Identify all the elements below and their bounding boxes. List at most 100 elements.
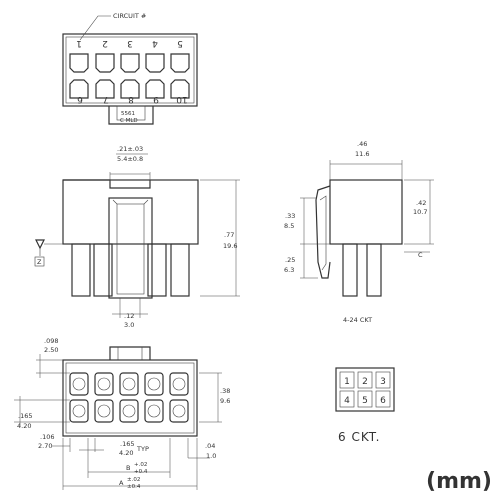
cavity-4 <box>145 53 165 73</box>
bottom-extension-lines <box>62 438 198 490</box>
datum-label: Z <box>37 258 42 266</box>
bottom-pin-circle-7 <box>97 404 111 418</box>
bottom-pin-circle-6 <box>72 404 86 418</box>
front-pin-dim-lines <box>112 298 148 318</box>
bottom-dim-pitch-in: .165 <box>120 440 134 448</box>
side-view: .46 11.6 .42 10.7 C .33 8.5 .25 6.3 4-24… <box>284 140 434 324</box>
bottom-dim-04-mm: 1.0 <box>206 452 216 460</box>
bottom-row-numbers: 6 7 8 9 10 <box>77 94 188 104</box>
front-view: .21±.03 5.4±0.8 .77 19.6 Z .12 3.0 <box>34 145 240 329</box>
side-width-dim-mm: 11.6 <box>355 150 369 158</box>
side-dim-a-mm: 10.7 <box>413 208 427 216</box>
top-latch-tab <box>108 106 154 125</box>
bottom-dim-38-in: .38 <box>220 387 230 395</box>
cavity-7 <box>95 79 115 99</box>
circuit-number-7: 7 <box>103 94 109 104</box>
bottom-cavity-6 <box>69 399 89 423</box>
circuit-number-1: 1 <box>76 38 82 48</box>
bottom-dim-pitch-mm: 4.20 <box>119 449 133 457</box>
front-body-outline <box>62 179 199 245</box>
circuit-number-4: 4 <box>152 38 158 48</box>
bottom-cavity-5 <box>169 372 189 396</box>
bottom-left-dim-098 <box>36 354 70 378</box>
bottom-pin-circle-4 <box>147 377 161 391</box>
bottom-cavity-4 <box>144 372 164 396</box>
side-dim-a-in: .42 <box>416 199 426 207</box>
bottom-dim-b-label: B <box>126 464 130 472</box>
six-ckt-cell-4 <box>339 390 355 408</box>
cavity-8 <box>120 79 140 99</box>
front-pin-4 <box>170 243 190 297</box>
front-top-dim-mm: 5.4±0.8 <box>117 155 143 163</box>
circuit-number-10: 10 <box>176 94 188 104</box>
bottom-cavity-2 <box>94 372 114 396</box>
bottom-dim-38-mm: 9.6 <box>220 397 230 405</box>
bottom-pin-circle-5 <box>172 377 186 391</box>
bottom-left-dim-165 <box>14 396 70 426</box>
six-ckt-caption: 6 CKT. <box>338 430 381 444</box>
front-latch-edges <box>112 199 149 205</box>
circuit-leader <box>79 15 111 41</box>
bottom-latch-inner <box>117 347 143 360</box>
six-ckt-cell-5 <box>357 390 373 408</box>
bottom-dim-106-in: .106 <box>40 433 54 441</box>
latch-text-b: C MLD <box>120 118 138 124</box>
front-latch-inner <box>116 203 145 295</box>
side-dim-b-in: .33 <box>285 212 295 220</box>
bottom-cavity-9 <box>144 399 164 423</box>
six-ckt-cell-1 <box>339 371 355 389</box>
bottom-pin-circle-8 <box>122 404 136 418</box>
circuit-number-9: 9 <box>153 94 159 104</box>
bottom-dim-165-mm: 4.20 <box>17 422 31 430</box>
six-ckt-number-1: 1 <box>344 377 350 387</box>
side-latch-arm <box>315 185 331 279</box>
side-body-outline <box>329 179 403 245</box>
circuit-number-3: 3 <box>127 38 133 48</box>
circuit-label: CIRCUIT # <box>113 12 146 20</box>
cavity-2 <box>95 53 115 73</box>
six-ckt-cell-6 <box>375 390 391 408</box>
circuit-number-5: 5 <box>177 38 183 48</box>
side-latch-inner <box>319 195 327 271</box>
cavity-5 <box>170 53 190 73</box>
top-view: CIRCUIT # 5561 C MLD 1 2 3 <box>62 12 198 125</box>
bottom-right-dim-38 <box>199 372 222 423</box>
front-pin-dim-mm: 3.0 <box>124 321 134 329</box>
bottom-cavity-3 <box>119 372 139 396</box>
six-ckt-cell-3 <box>375 371 391 389</box>
bottom-dim-165-in: .165 <box>18 412 32 420</box>
bottom-pin-circle-1 <box>72 377 86 391</box>
bottom-cavity-10 <box>169 399 189 423</box>
bottom-dim-a-label: A <box>119 479 124 487</box>
bottom-pin-circle-10 <box>172 404 186 418</box>
side-width-dim-in: .46 <box>357 140 367 148</box>
front-pin-dim-in: .12 <box>124 312 134 320</box>
front-top-dim-in: .21±.03 <box>117 145 143 153</box>
side-view-caption: 4-24 CKT <box>343 316 372 324</box>
side-datum-c: C <box>418 251 423 259</box>
units-label: (mm) <box>426 469 492 494</box>
side-top-dim-lines <box>329 160 403 180</box>
bottom-dim-04-in: .04 <box>205 442 215 450</box>
front-pin-2 <box>93 243 113 297</box>
datum-triangle <box>35 239 45 250</box>
side-right-dim-lines <box>404 179 434 245</box>
cavity-9 <box>145 79 165 99</box>
bottom-pin-circle-9 <box>147 404 161 418</box>
bottom-cavities <box>69 372 189 423</box>
datum-box <box>34 256 45 267</box>
bottom-dim-a-tol-upper: ±.02 <box>127 477 140 483</box>
top-latch-inner <box>116 105 146 121</box>
side-dim-c-in: .25 <box>285 256 295 264</box>
side-pin-1 <box>342 243 358 297</box>
front-pin-3 <box>147 243 167 297</box>
bottom-latch-tab <box>109 346 151 360</box>
top-row-cavities <box>69 53 190 73</box>
six-ckt-outline <box>335 367 395 412</box>
bottom-cavity-1 <box>69 372 89 396</box>
front-right-dim-lines <box>200 179 240 297</box>
circuit-number-8: 8 <box>128 94 134 104</box>
bottom-housing-outline <box>62 359 198 437</box>
bottom-dim-b-tol-lower: +0.4 <box>134 469 148 475</box>
